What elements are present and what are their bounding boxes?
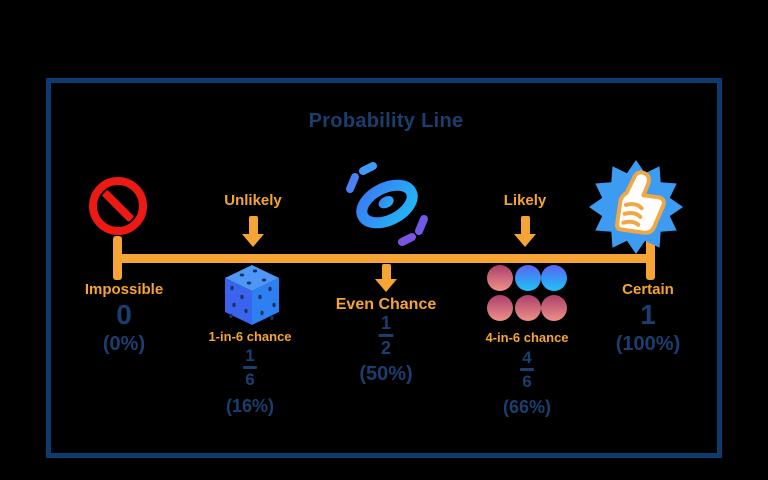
tick-impossible [113, 236, 122, 280]
counter-blue [541, 265, 567, 291]
counter-rose [515, 295, 541, 321]
even-chance-fraction: 1 2 [378, 313, 394, 358]
counter-blue [515, 265, 541, 291]
counter-rose [487, 265, 513, 291]
likely-fraction-denominator: 6 [522, 372, 532, 391]
no-entry-icon [89, 177, 147, 235]
even-chance-fraction-denominator: 2 [380, 338, 391, 358]
diagram-frame [46, 78, 722, 458]
unlikely-chance-label: 1-in-6 chance [208, 329, 292, 344]
impossible-value: 0 [116, 299, 132, 330]
tick-certain [646, 236, 655, 280]
likely-down-arrow-icon [514, 216, 536, 247]
unlikely-label: Unlikely [224, 192, 282, 209]
even-chance-label: Even Chance [335, 296, 437, 313]
page-title: Probability Line [308, 110, 464, 132]
likely-label: Likely [503, 192, 547, 209]
certain-label: Certain [622, 281, 674, 298]
impossible-label: Impossible [84, 281, 164, 298]
even-chance-fraction-numerator: 1 [380, 313, 391, 333]
likely-chance-label: 4-in-6 chance [485, 330, 569, 345]
unlikely-down-arrow-icon [242, 216, 264, 247]
likely-fraction-numerator: 4 [522, 348, 532, 367]
counter-rose [541, 295, 567, 321]
dice-icon [225, 265, 279, 325]
thumbs-up-icon [589, 160, 683, 254]
even-chance-percent: (50%) [359, 363, 413, 385]
number-line [117, 254, 651, 263]
certain-value: 1 [640, 299, 656, 330]
even-chance-down-arrow-icon [375, 264, 397, 292]
likely-percent: (66%) [502, 397, 552, 417]
unlikely-fraction-numerator: 1 [245, 346, 255, 365]
unlikely-fraction: 1 6 [243, 347, 257, 388]
likely-fraction: 4 6 [520, 349, 534, 390]
unlikely-percent: (16%) [225, 396, 275, 416]
counters-icon [485, 265, 569, 321]
certain-percent: (100%) [615, 333, 681, 355]
coin-flip-icon [346, 162, 428, 246]
counter-rose [487, 295, 513, 321]
impossible-percent: (0%) [102, 333, 146, 355]
unlikely-fraction-denominator: 6 [245, 370, 255, 389]
